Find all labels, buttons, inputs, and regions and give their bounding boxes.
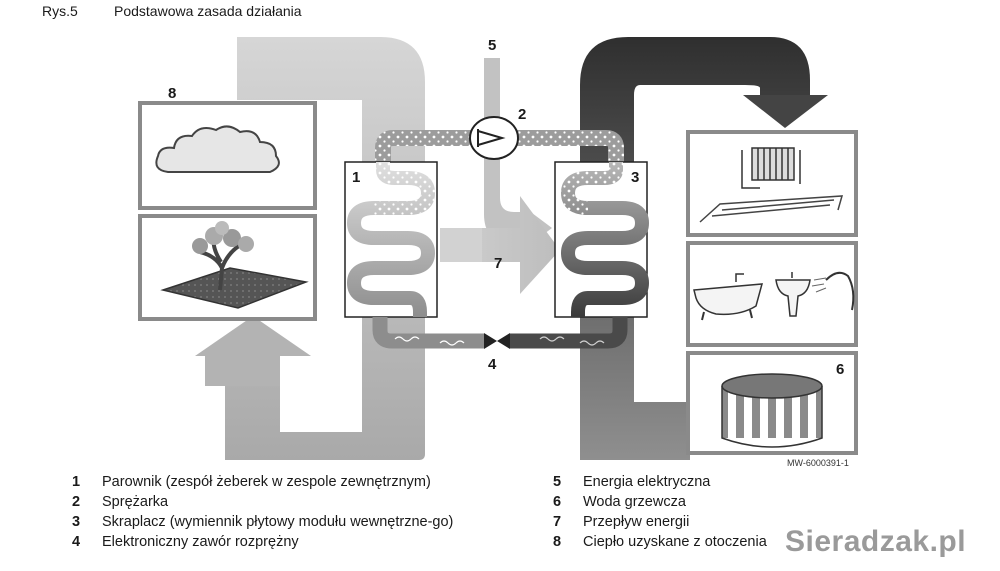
legend-num: 5: [553, 474, 562, 490]
legend-num: 7: [553, 514, 562, 530]
refrigerant-bottom-pipe: [372, 317, 628, 349]
legend-text: Przepływ energii: [583, 514, 690, 530]
legend-num: 6: [553, 494, 562, 510]
compressor: [469, 116, 519, 160]
legend-text: Ciepło uzyskane z otoczenia: [583, 534, 767, 550]
condenser: [554, 161, 650, 318]
heat-pump-diagram: 8 1 2 3 4 5 6 7 MW-6000391-1: [138, 37, 858, 468]
legend-item: 1 Parownik (zespół żeberek w zespole zewn…: [72, 472, 492, 492]
legend-num: 1: [72, 474, 81, 490]
callout-2: 2: [518, 106, 526, 123]
legend-text: Sprężarka: [102, 494, 169, 510]
legend-text: Woda grzewcza: [583, 494, 686, 510]
energy-flow-arrow: [440, 196, 560, 294]
legend-item: 2 Sprężarka: [72, 492, 492, 512]
legend-text: Parownik (zespół żeberek w zespole zewnę…: [102, 474, 431, 490]
outdoor-air-panel: [138, 101, 317, 210]
legend-num: 4: [72, 534, 81, 550]
legend-item: 3 Skraplacz (wymiennik płytowy modułu wew…: [72, 512, 472, 532]
legend-left: 1 Parownik (zespół żeberek w zespole zewn…: [72, 472, 492, 552]
bathtub-icon: [693, 273, 764, 321]
water-tank-icon: [721, 373, 823, 448]
callout-4: 4: [488, 356, 497, 373]
heating-water-panel: [686, 351, 858, 455]
cloud-icon: [155, 125, 280, 173]
heating-panel: [686, 130, 858, 237]
expansion-valve: [484, 333, 510, 349]
legend-right: 5 Energia elektryczna 6 Woda grzewcza 7 Prz…: [553, 472, 813, 552]
legend-num: 8: [553, 534, 562, 550]
shower-head-icon: [811, 271, 855, 311]
ambient-heat-loop: [195, 37, 425, 460]
legend-item: 8 Ciepło uzyskane z otoczenia: [553, 532, 813, 552]
legend-item: 5 Energia elektryczna: [553, 472, 813, 492]
sanitary-water-panel: [686, 241, 858, 347]
washbasin-icon: [775, 272, 811, 317]
outdoor-ground-panel: [138, 214, 317, 321]
figure-title: Podstawowa zasada działania: [114, 3, 302, 19]
legend-item: 6 Woda grzewcza: [553, 492, 813, 512]
legend-item: 7 Przepływ energii: [553, 512, 813, 532]
figure-reference: MW-6000391-1: [787, 458, 849, 468]
ground-icon: [160, 267, 309, 309]
legend-item: 4 Elektroniczny zawór rozprężny: [72, 532, 492, 552]
legend-text: Energia elektryczna: [583, 474, 711, 490]
watermark: Sieradzak.pl: [785, 525, 967, 558]
radiator-icon: [741, 147, 801, 189]
callout-8: 8: [168, 85, 176, 102]
evaporator: [344, 161, 438, 318]
legend-num: 3: [72, 514, 81, 530]
legend-text: Skraplacz (wymiennik płytowy modułu wewn…: [102, 514, 454, 530]
callout-6: 6: [836, 361, 844, 378]
callout-7: 7: [494, 255, 502, 272]
callout-3: 3: [631, 169, 639, 186]
callout-1: 1: [352, 169, 360, 186]
callout-5: 5: [488, 37, 496, 54]
figure-number: Rys.5: [42, 3, 78, 19]
floor-heating-icon: [699, 195, 844, 223]
tree-icon: [192, 221, 254, 291]
legend-text: Elektroniczny zawór rozprężny: [102, 534, 299, 550]
legend-num: 2: [72, 494, 81, 510]
